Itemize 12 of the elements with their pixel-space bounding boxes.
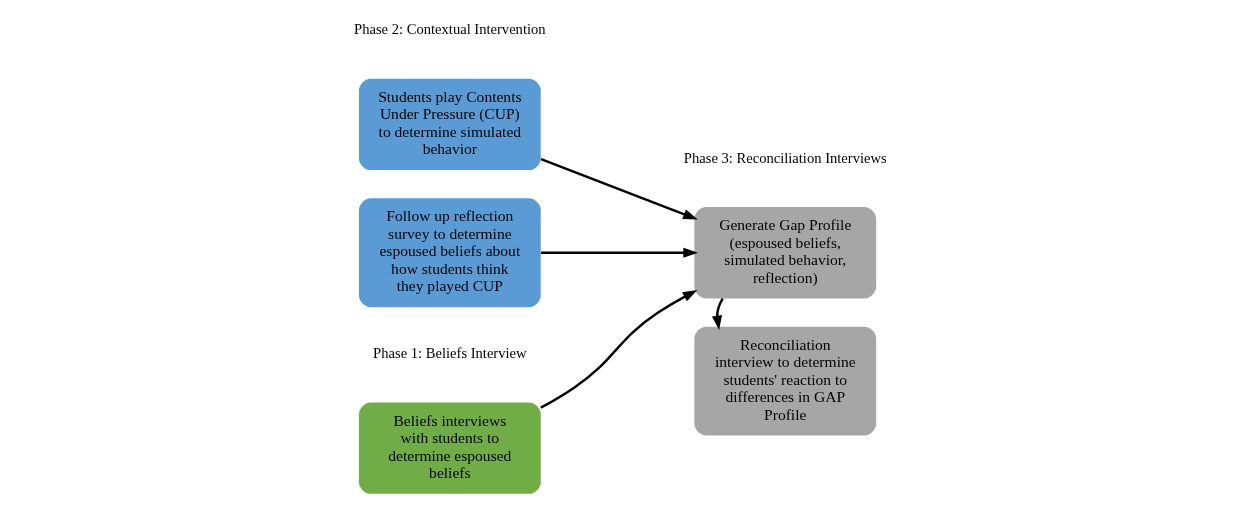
node-box: Generate Gap Profile (espoused beliefs, simulated behavior, reflection) [694,207,877,299]
node-box: Beliefs interviews with students to determine espoused beliefs [358,402,541,494]
arrow [540,289,698,409]
arrow [540,158,698,220]
label: Phase 2: Contextual Intervention [354,21,546,38]
arrow [711,297,724,331]
node-box: Reconciliation interview to determine students' reaction to differences in GAP Profile [694,326,877,436]
label: Phase 3: Reconciliation Interviews [683,149,887,166]
node-box: Follow up reflection survey to determine espoused beliefs about how students think they played CUP [358,198,541,308]
node-box: Students play Contents Under Pressure (CUP) to determine simulated behavior [358,78,541,171]
label: Phase 1: Beliefs Interview [373,345,527,362]
arrow [541,247,698,258]
